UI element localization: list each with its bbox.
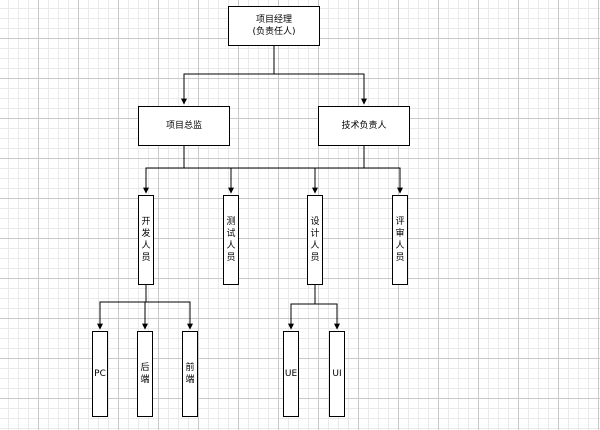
node-ue[interactable]: UE xyxy=(283,331,299,417)
edge-director-to-developers xyxy=(143,146,185,194)
node-ui[interactable]: UI xyxy=(329,331,345,417)
node-backend[interactable]: 后端 xyxy=(137,331,153,417)
edge-developers-to-frontend xyxy=(146,301,193,330)
edge-director-to-testers xyxy=(184,167,234,194)
node-tech-lead-label: 技术负责人 xyxy=(341,121,387,131)
node-developers[interactable]: 开发人员 xyxy=(138,195,154,285)
node-backend-label: 后端 xyxy=(140,363,150,385)
node-project-manager-title: 项目经理 xyxy=(255,15,292,25)
edge-developers-to-backend xyxy=(142,301,148,330)
node-project-director-label: 项目总监 xyxy=(165,121,202,131)
edge-designers-to-ui xyxy=(315,303,340,330)
node-reviewers-label: 评审人员 xyxy=(395,217,405,263)
edge-tech-lead-to-reviewers xyxy=(364,167,403,194)
node-designers-label: 设计人员 xyxy=(310,217,320,263)
edge-designers-to-ue xyxy=(288,285,316,330)
node-frontend-label: 前端 xyxy=(185,363,195,385)
node-ue-label: UE xyxy=(284,369,298,379)
node-project-manager[interactable]: 项目经理 (负责任人) xyxy=(228,6,320,46)
node-testers-label: 测试人员 xyxy=(226,217,236,263)
node-frontend[interactable]: 前端 xyxy=(182,331,198,417)
node-project-director[interactable]: 项目总监 xyxy=(138,106,230,146)
edge-developers-to-pc xyxy=(97,285,147,330)
edge-manager-to-tech-lead xyxy=(274,73,367,105)
node-tech-lead[interactable]: 技术负责人 xyxy=(318,106,410,146)
node-ui-label: UI xyxy=(332,369,342,379)
node-developers-label: 开发人员 xyxy=(141,217,151,263)
node-testers[interactable]: 测试人员 xyxy=(223,195,239,285)
node-reviewers[interactable]: 评审人员 xyxy=(392,195,408,285)
edge-manager-to-director xyxy=(181,46,275,105)
edge-tech-lead-to-designers xyxy=(312,146,365,194)
node-pc[interactable]: PC xyxy=(92,331,108,417)
node-project-manager-subtitle: (负责任人) xyxy=(252,27,296,37)
node-designers[interactable]: 设计人员 xyxy=(307,195,323,285)
node-pc-label: PC xyxy=(94,369,106,379)
